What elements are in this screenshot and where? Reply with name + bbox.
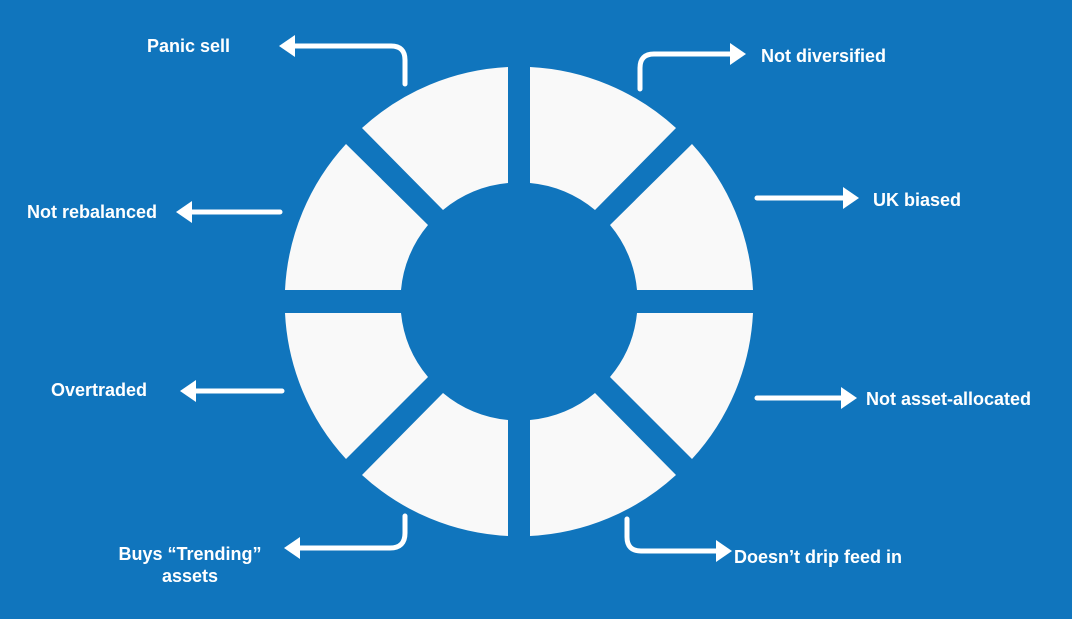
- segment-top-right: [530, 67, 676, 210]
- arrowhead-uk-biased: [843, 187, 859, 209]
- label-overtraded: Overtraded: [51, 380, 148, 400]
- label-doesnt-drip-feed: Doesn’t drip feed in: [734, 547, 903, 567]
- label-panic-sell: Panic sell: [147, 36, 231, 56]
- label-not-asset-allocated: Not asset-allocated: [866, 389, 1032, 409]
- arrow-not-diversified: [637, 51, 735, 92]
- segment-top-left: [362, 67, 508, 210]
- connector-arrows: [176, 35, 859, 562]
- arrowhead-not-rebalanced: [176, 201, 192, 223]
- label-uk-biased: UK biased: [873, 190, 962, 210]
- label-buys-trending-line1: Buys “Trending”: [118, 544, 262, 564]
- segment-bottom-right: [530, 393, 676, 536]
- arrowhead-not-asset-allocated: [841, 387, 857, 409]
- label-not-rebalanced: Not rebalanced: [27, 202, 158, 222]
- segment-left-upper: [285, 144, 428, 290]
- arrowhead-buys-trending: [284, 537, 300, 559]
- arrow-panic-sell: [289, 43, 408, 87]
- ring-segments: [285, 67, 753, 536]
- label-buys-trending: Buys “Trending” assets: [100, 543, 280, 587]
- segment-right-lower: [610, 313, 753, 459]
- arrowhead-panic-sell: [279, 35, 295, 57]
- arrowhead-overtraded: [180, 380, 196, 402]
- label-not-diversified: Not diversified: [761, 46, 887, 66]
- arrow-doesnt-drip-feed: [624, 516, 721, 554]
- arrowhead-not-diversified: [730, 43, 746, 65]
- segment-left-lower: [285, 313, 428, 459]
- segment-right-upper: [610, 144, 753, 290]
- label-buys-trending-line2: assets: [161, 566, 219, 586]
- arrowhead-doesnt-drip-feed: [716, 540, 732, 562]
- segment-bottom-left: [362, 393, 508, 536]
- arrow-buys-trending: [295, 513, 408, 551]
